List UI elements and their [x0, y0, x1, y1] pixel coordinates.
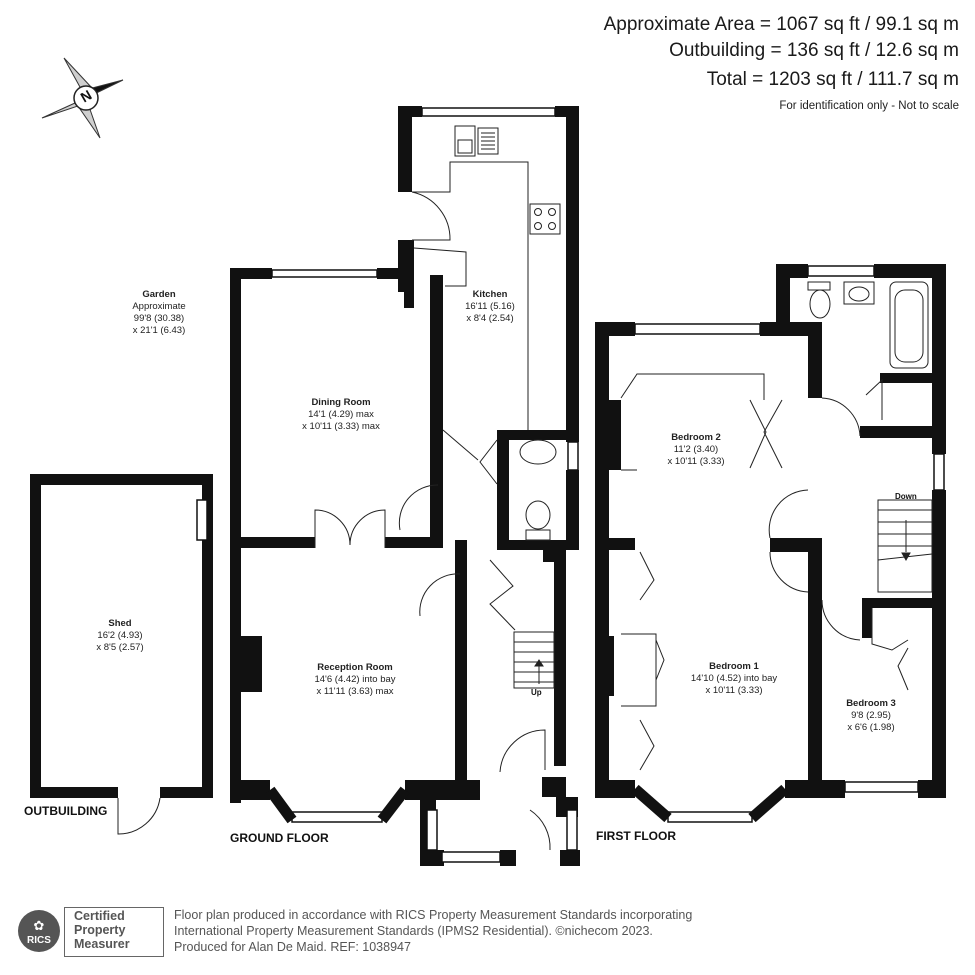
reception-room-label: Reception Room 14'6 (4.42) into bay x 11…	[314, 662, 395, 698]
badge-line1: Certified	[74, 909, 125, 923]
garden-line3: x 21'1 (6.43)	[132, 325, 186, 336]
rics-logo-text: RICS	[27, 935, 51, 946]
kitchen-label: Kitchen 16'11 (5.16) x 8'4 (2.54)	[465, 289, 515, 325]
bedroom-3-label: Bedroom 3 9'8 (2.95) x 6'6 (1.98)	[846, 698, 896, 734]
kitchen-dim1: 16'11 (5.16)	[465, 301, 515, 312]
walls	[30, 106, 946, 866]
footer-text: Floor plan produced in accordance with R…	[174, 907, 692, 955]
kitchen-name: Kitchen	[472, 289, 508, 300]
bedroom-2-dim1: 11'2 (3.40)	[673, 444, 719, 455]
identification-note: For identification only - Not to scale	[779, 100, 959, 112]
stairs-down-label: Down	[895, 492, 917, 501]
bedroom-2-dim2: x 10'11 (3.33)	[667, 456, 725, 467]
garden-line1: Approximate	[132, 301, 186, 312]
garden-name: Garden	[142, 289, 176, 300]
footer-line2: International Property Measurement Stand…	[174, 924, 653, 938]
garden-label: Garden Approximate 99'8 (30.38) x 21'1 (…	[132, 289, 185, 337]
first-floor-label: FIRST FLOOR	[596, 829, 676, 843]
bedroom-1-label: Bedroom 1 14'10 (4.52) into bay x 10'11 …	[691, 661, 777, 697]
footer-line1: Floor plan produced in accordance with R…	[174, 908, 693, 922]
fixtures	[117, 125, 933, 851]
total-area-text: Total = 1203 sq ft / 111.7 sq m	[706, 69, 959, 90]
outbuilding-area-text: Outbuilding = 136 sq ft / 12.6 sq m	[669, 40, 959, 61]
approximate-area-text: Approximate Area = 1067 sq ft / 99.1 sq …	[603, 14, 959, 35]
bedroom-3-dim1: 9'8 (2.95)	[851, 710, 891, 721]
shed-name: Shed	[108, 618, 132, 629]
bedroom-2-label: Bedroom 2 11'2 (3.40) x 10'11 (3.33)	[667, 432, 724, 468]
reception-room-dim1: 14'6 (4.42) into bay	[314, 674, 396, 685]
reception-room-dim2: x 11'11 (3.63) max	[316, 686, 394, 697]
stairs-up-label: Up	[531, 688, 542, 697]
badge-line3: Measurer	[74, 937, 130, 951]
shed-dim2: x 8'5 (2.57)	[96, 642, 144, 653]
bedroom-3-name: Bedroom 3	[846, 698, 896, 709]
reception-room-name: Reception Room	[317, 662, 393, 673]
outbuilding-label: OUTBUILDING	[24, 804, 108, 818]
bedroom-1-dim1: 14'10 (4.52) into bay	[690, 673, 778, 684]
badge-border	[64, 907, 164, 957]
rics-certified-badge: ✿ RICS Certified Property Measurer	[12, 907, 164, 957]
rics-logo: ✿ RICS	[18, 910, 60, 952]
bay-windows	[265, 784, 789, 824]
garden-line2: 99'8 (30.38)	[133, 313, 185, 324]
dining-room-label: Dining Room 14'1 (4.29) max x 10'11 (3.3…	[302, 397, 380, 433]
shed-label: Shed 16'2 (4.93) x 8'5 (2.57)	[96, 618, 143, 654]
compass-rose-icon	[41, 57, 124, 139]
dining-room-name: Dining Room	[311, 397, 371, 408]
shed-dim1: 16'2 (4.93)	[97, 630, 143, 641]
badge-line2: Property	[74, 923, 126, 937]
bedroom-3-dim2: x 6'6 (1.98)	[847, 722, 895, 733]
bedroom-2-name: Bedroom 2	[671, 432, 721, 443]
kitchen-dim2: x 8'4 (2.54)	[466, 313, 514, 324]
bedroom-1-name: Bedroom 1	[709, 661, 759, 672]
ground-floor-label: GROUND FLOOR	[230, 831, 329, 845]
footer-line3: Produced for Alan De Maid. REF: 1038947	[174, 940, 411, 954]
dining-room-dim1: 14'1 (4.29) max	[308, 409, 374, 420]
bedroom-1-dim2: x 10'11 (3.33)	[705, 685, 763, 696]
badge-text: Certified Property Measurer	[74, 909, 130, 951]
dining-room-dim2: x 10'11 (3.33) max	[302, 421, 380, 432]
